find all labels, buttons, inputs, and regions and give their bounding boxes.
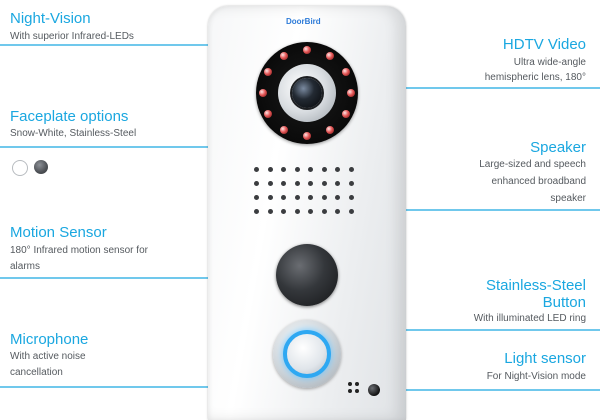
- speaker-hole: [321, 209, 327, 214]
- speaker-hole: [267, 209, 273, 214]
- hdtv-video-desc-line2: hemispheric lens, 180°: [484, 72, 586, 83]
- speaker-hole: [294, 209, 300, 214]
- speaker-hole: [321, 195, 327, 200]
- speaker-hole: [348, 195, 354, 200]
- speaker-hole: [321, 167, 327, 172]
- speaker-desc-line2: enhanced broadband: [491, 176, 586, 187]
- camera-module: [256, 42, 358, 144]
- speaker-hole: [267, 195, 273, 200]
- faceplate-title: Faceplate options: [10, 108, 129, 125]
- speaker-hole: [254, 181, 259, 186]
- ir-led: [342, 110, 350, 118]
- ir-led: [303, 132, 311, 140]
- speaker-hole: [308, 181, 313, 186]
- stainless-steel-swatch: [34, 160, 48, 174]
- motion-sensor-title: Motion Sensor: [10, 224, 107, 241]
- speaker-hole: [308, 209, 313, 214]
- speaker-hole: [308, 167, 313, 172]
- ir-led: [347, 89, 355, 97]
- speaker-hole: [254, 195, 259, 200]
- speaker-hole: [267, 181, 273, 186]
- speaker-hole: [281, 181, 286, 186]
- ir-led: [264, 110, 272, 118]
- speaker-hole: [254, 167, 259, 172]
- brand-logo: DoorBird: [286, 17, 321, 26]
- speaker-hole: [348, 181, 354, 186]
- microphone-hole: [348, 382, 352, 386]
- hdtv-video-desc-line1: Ultra wide-angle: [513, 57, 586, 68]
- camera-bezel: [278, 64, 336, 122]
- motion-sensor: [276, 244, 338, 306]
- microphone-desc: With active noise cancellation: [10, 351, 86, 378]
- ir-led: [303, 46, 311, 54]
- ir-led: [280, 52, 288, 60]
- speaker-hole: [335, 167, 340, 172]
- snow-white-swatch: [12, 160, 28, 176]
- speaker-title: Speaker: [530, 139, 586, 156]
- speaker-hole: [348, 209, 354, 214]
- night-vision-desc: With superior Infrared-LEDs: [10, 31, 134, 42]
- speaker-hole: [321, 181, 327, 186]
- ir-led: [326, 126, 334, 134]
- ir-led: [259, 89, 267, 97]
- speaker-hole: [281, 209, 286, 214]
- speaker-hole: [281, 195, 286, 200]
- speaker-hole: [335, 181, 340, 186]
- faceplate-desc: Snow-White, Stainless-Steel: [10, 128, 137, 139]
- hdtv-video-title: HDTV Video: [502, 36, 586, 53]
- button-desc: With illuminated LED ring: [473, 313, 586, 324]
- ir-led: [342, 68, 350, 76]
- speaker-desc-line3: speaker: [550, 193, 586, 204]
- doorbell-button[interactable]: [273, 320, 341, 388]
- speaker-hole: [294, 195, 300, 200]
- speaker-hole: [308, 195, 313, 200]
- speaker-hole: [335, 209, 340, 214]
- night-vision-title: Night-Vision: [10, 10, 91, 27]
- speaker-hole: [267, 167, 273, 172]
- light-sensor-title: Light sensor: [504, 350, 586, 367]
- microphone-hole: [355, 382, 359, 386]
- motion-sensor-desc: 180° Infrared motion sensor for alarms: [10, 245, 148, 272]
- ir-led: [326, 52, 334, 60]
- speaker-hole: [294, 181, 300, 186]
- button-title-line2: Button: [542, 294, 586, 311]
- ir-led: [280, 126, 288, 134]
- speaker-hole: [254, 209, 259, 214]
- microphone-hole: [355, 389, 359, 393]
- light-sensor-desc: For Night-Vision mode: [486, 371, 586, 382]
- ir-led: [264, 68, 272, 76]
- led-ring: [283, 330, 331, 378]
- speaker-hole: [294, 167, 300, 172]
- microphone-title: Microphone: [10, 331, 89, 348]
- speaker-hole: [348, 167, 354, 172]
- camera-lens: [292, 78, 322, 108]
- speaker-hole: [335, 195, 340, 200]
- speaker-hole: [281, 167, 286, 172]
- light-sensor: [368, 384, 380, 396]
- button-title-line1: Stainless-Steel: [485, 277, 586, 294]
- microphone-hole: [348, 389, 352, 393]
- speaker-desc-line1: Large-sized and speech: [479, 159, 586, 170]
- doorbell-device: DoorBird: [208, 6, 406, 420]
